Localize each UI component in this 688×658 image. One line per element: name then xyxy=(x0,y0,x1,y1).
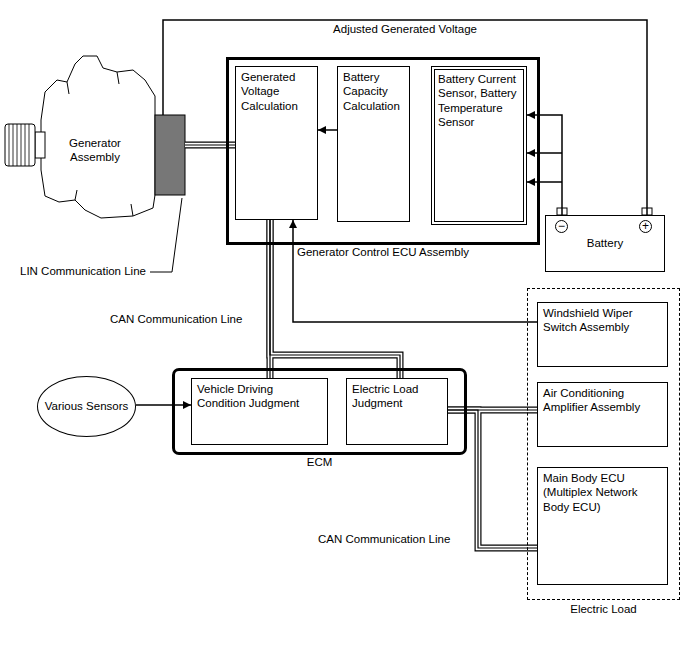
sensor-box: Battery Current Sensor, Battery Temperat… xyxy=(431,66,527,225)
component-box: Main Body ECU (Multiplex Network Body EC… xyxy=(537,467,668,585)
group-title: Generator Control ECU Assembly xyxy=(209,246,557,260)
process-box: Vehicle Driving Condition Judgment xyxy=(191,378,328,445)
node-text: Various Sensors xyxy=(45,399,129,413)
component-box: Air Conditioning Amplifier Assembly xyxy=(537,382,668,447)
node-text: Vehicle Driving Condition Judgment xyxy=(197,382,322,411)
process-box: Battery Capacity Calculation xyxy=(337,66,410,222)
generator-illustration xyxy=(5,50,185,218)
component-box: Windshield Wiper Switch Assembly xyxy=(537,302,668,367)
signal-arrow xyxy=(527,181,562,183)
communication-line xyxy=(448,410,537,548)
process-box: Electric Load Judgment xyxy=(346,378,448,445)
group-title: Electric Load xyxy=(508,603,688,617)
communication-line xyxy=(448,410,537,548)
ecm-housing: ECMVehicle Driving Condition JudgmentEle… xyxy=(172,368,467,455)
terminal-symbol: + xyxy=(639,220,652,233)
terminal-symbol: − xyxy=(555,220,568,233)
ecu-housing: Generator Control ECU AssemblyGenerated … xyxy=(226,57,540,245)
signal-arrow xyxy=(527,152,562,154)
line-label: CAN Communication Line xyxy=(318,533,450,547)
leader-line xyxy=(150,198,182,272)
process-box: Generated Voltage Calculation xyxy=(235,66,318,220)
node-text: Battery xyxy=(546,236,664,250)
line-label: LIN Communication Line xyxy=(20,265,146,279)
edge-label: Adjusted Generated Voltage xyxy=(331,23,479,37)
node-text: Generated Voltage Calculation xyxy=(241,70,312,113)
group-region: Electric LoadWindshield Wiper Switch Ass… xyxy=(527,288,680,600)
group-title: ECM xyxy=(155,456,484,470)
signal-arrow xyxy=(318,129,337,131)
node-text: Main Body ECU (Multiplex Network Body EC… xyxy=(543,471,662,514)
node-text: Air Conditioning Amplifier Assembly xyxy=(543,386,662,415)
node-text: Electric Load Judgment xyxy=(352,382,442,411)
node-text: Battery Current Sensor, Battery Temperat… xyxy=(438,72,520,130)
node-text: Battery Capacity Calculation xyxy=(343,70,404,113)
signal-arrow xyxy=(136,404,191,406)
input-ellipse: Various Sensors xyxy=(37,376,136,437)
signal-arrow xyxy=(527,115,562,215)
communication-line xyxy=(448,410,537,548)
battery-terminal xyxy=(557,208,652,215)
signal-arrow xyxy=(293,220,537,322)
generator-assembly: Generator Assembly xyxy=(5,50,185,220)
line-label: CAN Communication Line xyxy=(110,313,242,327)
node-text: Windshield Wiper Switch Assembly xyxy=(543,306,662,335)
node-text: Generator Assembly xyxy=(51,136,139,165)
